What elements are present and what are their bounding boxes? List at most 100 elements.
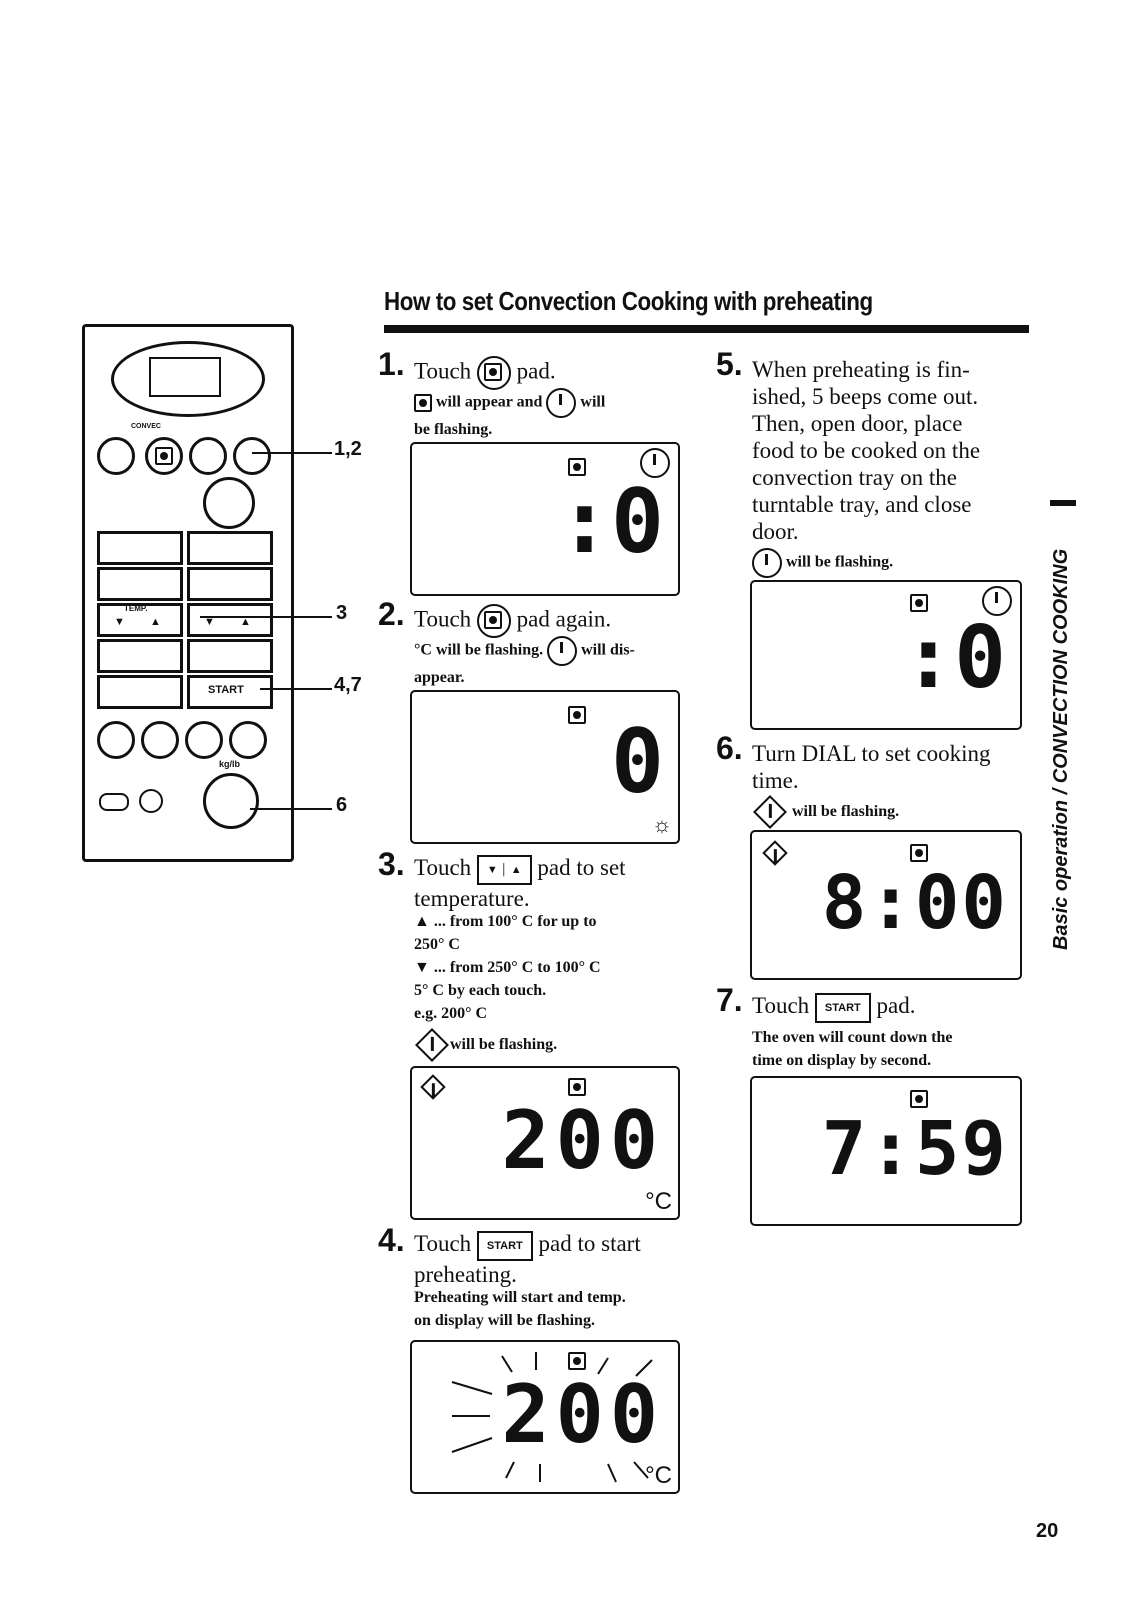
display-2: 0 ☼ — [410, 690, 680, 844]
display-4: 200 °C — [410, 1340, 680, 1494]
step-6-number: 6. — [716, 730, 743, 766]
step-1-number: 1. — [378, 346, 405, 382]
fan-icon — [568, 1352, 586, 1370]
pad-r4-left — [97, 639, 183, 673]
celsius-sun-icon: ☼ — [651, 812, 672, 837]
step-4-number: 4. — [378, 1222, 405, 1258]
fan-icon — [568, 706, 586, 724]
temp-pad: TEMP. ▼ ▲ — [97, 603, 183, 637]
display-5: :0 — [750, 580, 1022, 730]
pad-r4-right — [187, 639, 273, 673]
pad-r1-left — [97, 531, 183, 565]
flash-rays — [451, 1352, 653, 1483]
page-title: How to set Convection Cooking with prehe… — [384, 286, 873, 316]
clock-icon — [547, 636, 578, 666]
convec-pad-icon — [476, 604, 511, 638]
step-3-number: 3. — [378, 846, 405, 882]
step-2-text: Touch pad again. — [414, 604, 611, 638]
pad-r1-right — [187, 531, 273, 565]
display-1: :0 — [410, 442, 680, 596]
display-7-digits: 7:59 — [821, 1106, 1008, 1192]
display-3-digits: 200 — [501, 1094, 664, 1187]
convec-button — [145, 437, 183, 475]
fan-icon — [155, 447, 173, 465]
step-1-text: Touch pad. — [414, 356, 556, 390]
callout-line-4-7 — [260, 688, 332, 690]
fan-icon — [568, 1078, 586, 1096]
fan-icon — [910, 594, 928, 612]
display-2-digits: 0 — [611, 710, 664, 813]
fan-icon — [414, 394, 432, 412]
pad-r2-left — [97, 567, 183, 601]
step-4-text: Touch START pad to start preheating. — [414, 1230, 641, 1287]
button-4 — [233, 437, 271, 475]
callout-1-2: 1,2 — [334, 438, 362, 460]
clock-icon — [546, 388, 577, 418]
fan-icon — [483, 363, 502, 381]
temp-pad-icon: ▼ │ ▲ — [476, 854, 532, 885]
fan-icon — [483, 611, 502, 629]
side-tab-marker — [1050, 500, 1076, 506]
step-3-text: Touch ▼ │ ▲ pad to set temperature. — [414, 854, 626, 911]
diamond-icon — [420, 1074, 446, 1100]
pad-r3-right: ▼ ▲ — [187, 603, 273, 637]
clock-icon — [640, 448, 670, 478]
display-7: 7:59 — [750, 1076, 1022, 1226]
fan-icon — [568, 458, 586, 476]
page-number: 20 — [1036, 1520, 1059, 1542]
pad-r2-right — [187, 567, 273, 601]
round-button-3 — [185, 721, 223, 759]
start-label: START — [208, 684, 244, 696]
convec-label: CONVEC — [131, 423, 161, 430]
display-5-digits: :0 — [902, 608, 1006, 708]
step-7-number: 7. — [716, 982, 743, 1018]
clock-icon — [752, 548, 782, 578]
display-window — [111, 341, 265, 417]
clock-button — [139, 789, 163, 813]
large-button — [203, 477, 255, 529]
display-6: 8:00 — [750, 830, 1022, 980]
step-7-note: The oven will count down the time on dis… — [752, 1029, 953, 1069]
step-7-text: Touch START pad. — [752, 992, 915, 1023]
up-arrow-icon: ▲ — [150, 616, 161, 628]
diamond-icon — [762, 840, 788, 866]
display-1-digits: :0 — [558, 470, 664, 573]
kglb-label: kg/lb — [219, 759, 241, 769]
dial — [203, 773, 259, 829]
display-screen — [149, 357, 221, 397]
step-6-text: Turn DIAL to set cooking time. — [752, 741, 991, 793]
callout-3: 3 — [336, 602, 348, 624]
callout-line-3 — [200, 616, 332, 618]
callout-line-6 — [250, 808, 332, 810]
down-arrow-icon: ▼ — [204, 616, 215, 628]
display-3: 200 °C — [410, 1066, 680, 1220]
diamond-icon — [753, 795, 787, 830]
step-3-note: ▲ ... from 100° C for up to 250° C ▼ ...… — [414, 910, 684, 1063]
title-rule — [384, 325, 1029, 333]
convec-pad-icon — [476, 356, 511, 390]
round-button-4 — [229, 721, 267, 759]
up-arrow-icon: ▲ — [240, 616, 251, 628]
display-6-digits: 8:00 — [821, 860, 1008, 946]
fan-icon — [910, 1090, 928, 1108]
step-6-note: will be flashing. — [752, 795, 899, 830]
display-3-unit: °C — [645, 1188, 672, 1215]
button-1 — [97, 437, 135, 475]
oval-button — [99, 793, 129, 811]
round-button-2 — [141, 721, 179, 759]
display-4-unit: °C — [645, 1462, 672, 1489]
step-5-text: When preheating is fin- ished, 5 beeps c… — [752, 357, 981, 544]
start-pad: START — [187, 675, 273, 709]
step-1-note: will appear and will be flashing. — [414, 388, 684, 441]
start-pad-icon: START — [476, 1230, 533, 1261]
step-4-note: Preheating will start and temp. on displ… — [414, 1289, 626, 1329]
down-arrow-icon: ▼ — [114, 616, 125, 628]
control-panel-diagram: CONVEC TEMP. ▼ ▲ ▼ ▲ START kg/lb — [82, 324, 294, 862]
display-4-digits: 200 — [501, 1368, 664, 1461]
step-5-note: will be flashing. — [752, 548, 893, 578]
start-pad-icon: START — [814, 992, 871, 1023]
callout-4-7: 4,7 — [334, 674, 362, 696]
pad-r5-left — [97, 675, 183, 709]
diamond-icon — [415, 1028, 449, 1063]
button-3 — [189, 437, 227, 475]
